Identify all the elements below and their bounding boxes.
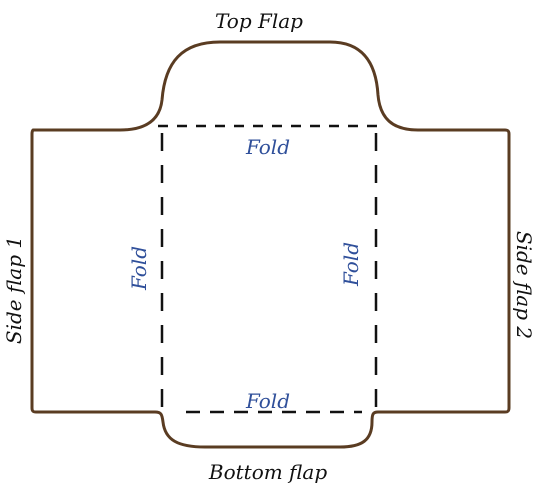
fold-label-right: Fold xyxy=(339,242,363,287)
fold-label-top: Fold xyxy=(245,135,290,159)
side-flap-1-label: Side flap 1 xyxy=(2,236,26,344)
fold-label-bottom: Fold xyxy=(245,389,290,413)
fold-label-left: Fold xyxy=(127,246,151,291)
envelope-outline xyxy=(30,40,511,449)
bottom-flap-label: Bottom flap xyxy=(208,460,327,484)
top-flap-label: Top Flap xyxy=(215,9,303,33)
side-flap-2-label: Side flap 2 xyxy=(512,231,536,339)
